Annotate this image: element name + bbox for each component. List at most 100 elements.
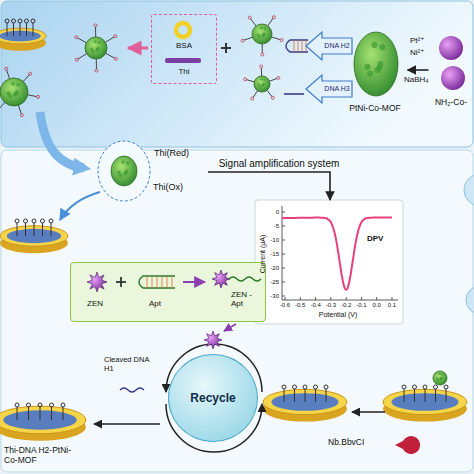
chart-area: [255, 200, 403, 324]
dna-strand: [0, 102, 5, 109]
hairpin-loop: [41, 219, 45, 223]
y-tick: [282, 226, 285, 227]
node-text: PtNi-Co-MOF: [343, 104, 408, 114]
hairpin-loop: [423, 385, 427, 389]
reaction-arrow: [94, 423, 160, 425]
node-text: Thi(Ox): [153, 182, 183, 192]
base-pair: [147, 276, 148, 288]
mof-texture: [95, 49, 98, 52]
node-illustration: [96, 138, 208, 204]
mof-texture: [94, 40, 97, 43]
x-axis: [282, 300, 398, 301]
hairpin-dna: [13, 23, 14, 36]
dna-strand: [269, 78, 276, 81]
dna-end: [95, 69, 98, 72]
label-text: -0.1: [356, 302, 366, 309]
dna-strand: [272, 37, 281, 40]
label-text: -0.3: [326, 302, 336, 309]
y-tick: [282, 254, 285, 255]
dna-strand: [78, 38, 87, 43]
dna-end: [280, 39, 283, 42]
hairpin-loop: [24, 219, 28, 223]
mof-texture: [261, 34, 264, 37]
x-tick: [330, 297, 331, 300]
base-pair: [157, 276, 158, 288]
nicking-enzyme: [395, 436, 420, 454]
mof-particle-body: [85, 37, 107, 59]
y-tick: [282, 282, 285, 283]
node-text: BSA: [152, 41, 216, 50]
mof-texture: [436, 377, 438, 379]
dna-strand: [262, 44, 263, 53]
hairpin-dna: [425, 389, 426, 402]
hairpin-dna: [284, 389, 285, 402]
reaction-arrow: [352, 411, 385, 413]
node-text: Recycle: [169, 392, 257, 406]
hairpin-dna: [414, 389, 415, 402]
label-text: 0.1: [388, 302, 396, 309]
dna-strand: [105, 37, 114, 42]
dna-hairpin: [286, 40, 308, 52]
base-pair: [162, 276, 163, 288]
bound-aptamer: [229, 277, 261, 281]
hairpin-dna: [34, 223, 35, 236]
edge-label: Signal amplification system: [219, 158, 340, 170]
label-text: Cleaved DNA H1: [104, 356, 150, 373]
x-tick: [300, 297, 301, 300]
co-sphere: [439, 36, 463, 60]
mof-texture: [7, 91, 11, 95]
mof-texture: [260, 27, 263, 30]
mof-texture: [16, 83, 20, 87]
mof-particle-body: [254, 76, 270, 92]
mof-texture: [441, 373, 443, 375]
reaction-arrow: [128, 47, 148, 50]
dna-end: [75, 36, 78, 39]
hairpin-loop: [15, 403, 19, 407]
hairpin-dna: [40, 407, 41, 420]
bottom-panel: [1, 150, 473, 472]
dna-end: [5, 67, 8, 70]
label-text: Ni²⁺: [410, 48, 424, 57]
mof-particle-body: [252, 24, 272, 44]
dna-end: [272, 16, 275, 19]
hairpin-dna: [25, 223, 26, 236]
dna-strand: [267, 90, 272, 96]
dna-end: [277, 76, 280, 79]
hairpin-dna: [7, 23, 8, 36]
hairpin-dna: [51, 407, 52, 420]
base-pair: [167, 276, 168, 288]
dna-strand: [284, 93, 304, 95]
mof-texture: [262, 84, 264, 86]
label-text: Current (μA): [259, 235, 267, 274]
dna-strand: [0, 87, 1, 89]
hairpin-loop: [38, 403, 42, 407]
flow-arrow: [40, 112, 84, 168]
dna-end: [37, 95, 40, 98]
mof-texture: [121, 160, 125, 164]
plus-sign: [225, 43, 227, 53]
dna-strand: [7, 70, 10, 79]
node-text: Thi(Red): [154, 148, 189, 158]
mof-texture: [117, 171, 121, 175]
label-text: -0.2: [341, 302, 351, 309]
mof-texture: [371, 42, 377, 48]
label-text: -30: [270, 293, 279, 300]
zen-molecule: [204, 331, 222, 349]
dna-strand: [106, 53, 115, 58]
electrode-surface: [0, 406, 86, 434]
node-text: NH₂-Co-: [429, 98, 474, 108]
hairpin-loop: [303, 385, 307, 389]
dna-strand: [18, 105, 21, 114]
hairpin-loop: [402, 385, 406, 389]
hairpin-dna: [294, 389, 295, 402]
label-text: -0.4: [310, 302, 320, 309]
hairpin-loop: [5, 19, 9, 23]
mof-texture: [374, 67, 380, 73]
x-tick: [392, 297, 393, 300]
thi-rod: [165, 58, 201, 63]
label-text: -0.5: [295, 302, 305, 309]
dna-end: [114, 35, 117, 38]
dna-end: [261, 53, 264, 56]
dpv-curve: [282, 218, 392, 290]
edge-item: [466, 286, 474, 314]
